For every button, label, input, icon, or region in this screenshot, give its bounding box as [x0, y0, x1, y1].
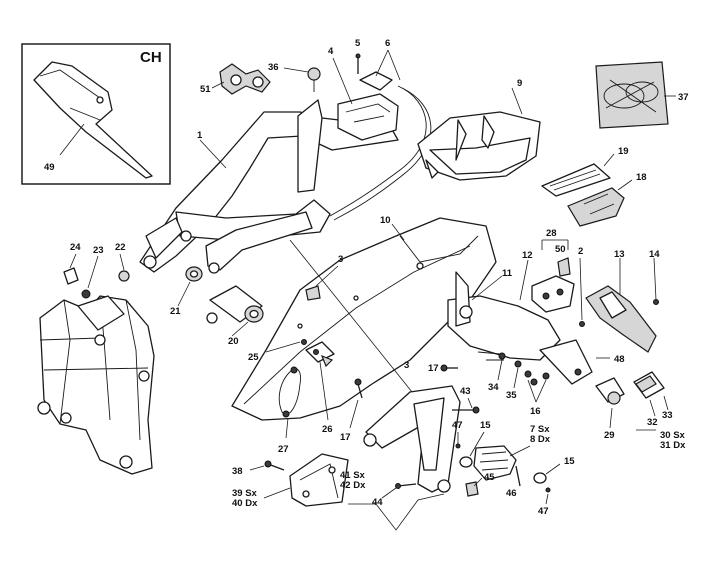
label-22: 22	[115, 242, 126, 253]
label-2: 2	[578, 246, 583, 257]
part-2: 2	[578, 246, 585, 327]
label-44: 44	[372, 497, 383, 508]
label-18: 18	[636, 172, 647, 183]
label-43: 43	[460, 386, 471, 397]
label-34: 34	[488, 382, 499, 393]
rear-subframe: 1	[139, 99, 399, 324]
label-27: 27	[278, 444, 289, 455]
battery-tray: 9	[417, 78, 541, 181]
label-3-top: 3	[338, 254, 343, 265]
tail-bracket: 11 12	[447, 250, 561, 361]
label-16: 16	[530, 406, 541, 417]
label-23: 23	[93, 245, 104, 256]
label-26: 26	[322, 424, 333, 435]
label-20: 20	[228, 336, 239, 347]
label-24: 24	[70, 242, 81, 253]
turn-signals: 29 32 33 30 Sx 31 Dx	[595, 371, 686, 451]
plate-holder: 13 14	[585, 249, 660, 353]
label-6: 6	[385, 38, 390, 49]
left-frame-detail: 24 23 22	[37, 242, 155, 475]
label-19: 19	[618, 146, 629, 157]
label-48: 48	[614, 354, 625, 365]
label-47-lower: 47	[538, 506, 549, 517]
label-32: 32	[647, 417, 658, 428]
footpeg: 47 15 7 Sx 8 Dx 15 47 46 45	[452, 420, 575, 517]
label-15-lower: 15	[564, 456, 575, 467]
label-7-sx: 7 Sx	[530, 424, 550, 435]
label-50: 50	[555, 244, 566, 255]
inset-ch: CH 49	[21, 43, 171, 185]
label-12: 12	[522, 250, 533, 261]
label-30: 30 Sx	[660, 430, 686, 441]
label-5: 5	[355, 38, 361, 49]
strap-hardware: 25 26 27	[248, 339, 335, 455]
label-25: 25	[248, 352, 259, 363]
label-4: 4	[328, 46, 334, 57]
label-8-dx: 8 Dx	[530, 434, 551, 445]
label-14: 14	[649, 249, 660, 260]
label-10: 10	[380, 215, 391, 226]
part-3-refs: 3 3	[289, 239, 413, 393]
label-41-sx: 41 Sx	[340, 470, 366, 481]
label-36: 36	[268, 62, 279, 73]
number-plate-light: 28 50	[531, 228, 575, 313]
decal-and-tool: 19 18	[541, 146, 647, 227]
label-47-upper: 47	[452, 420, 463, 431]
label-42-dx: 42 Dx	[340, 480, 366, 491]
heel-guard: 38 41 Sx 42 Dx 39 Sx 40 Dx 44	[232, 453, 445, 531]
reflector-48: 48	[539, 339, 625, 385]
label-51: 51	[200, 84, 211, 95]
cable-kit: 37	[595, 61, 689, 129]
label-40-dx: 40 Dx	[232, 498, 258, 509]
label-28: 28	[546, 228, 557, 239]
label-35: 35	[506, 390, 517, 401]
label-31: 31 Dx	[660, 440, 686, 451]
label-21: 21	[170, 306, 181, 317]
label-49: 49	[44, 162, 55, 173]
bolts-17: 17 17	[340, 363, 458, 443]
label-38: 38	[232, 466, 243, 477]
label-45: 45	[484, 472, 495, 483]
label-17-upper: 17	[428, 363, 439, 374]
bushings: 21 20	[170, 266, 264, 347]
footpeg-bracket: 43	[363, 385, 480, 493]
label-9: 9	[517, 78, 522, 89]
label-39-sx: 39 Sx	[232, 488, 258, 499]
label-13: 13	[614, 249, 625, 260]
label-17-lower: 17	[340, 432, 351, 443]
label-11: 11	[502, 268, 513, 279]
inset-title: CH	[140, 49, 162, 66]
label-37: 37	[678, 92, 689, 103]
small-hardware-right: 34 35 16	[477, 351, 550, 417]
label-29: 29	[604, 430, 615, 441]
label-33: 33	[662, 410, 673, 421]
label-15-upper: 15	[480, 420, 491, 431]
label-46: 46	[506, 488, 517, 499]
top-hardware: 51 36 4 5 6	[200, 38, 432, 221]
mudguard-bracket-ch	[33, 61, 153, 179]
label-3-bottom: 3	[404, 360, 409, 371]
label-1: 1	[197, 130, 203, 141]
